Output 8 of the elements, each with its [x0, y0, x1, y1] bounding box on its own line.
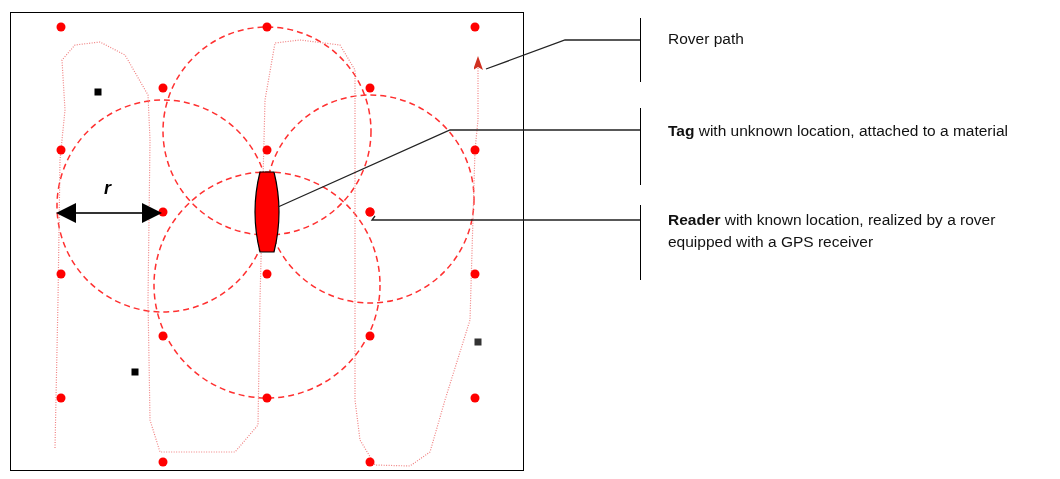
leader-line [485, 39, 641, 70]
callout-label: Rover path [668, 29, 745, 49]
leader-line [370, 215, 641, 221]
leader-line [277, 129, 641, 208]
radius-label: r [104, 178, 111, 199]
rover-path [54, 39, 483, 467]
callout-label: Reader with known location, realized by a rover equipped with a GPS receiver [668, 210, 997, 252]
callout-label: Tag with unknown location, attached to a material [668, 121, 1010, 141]
